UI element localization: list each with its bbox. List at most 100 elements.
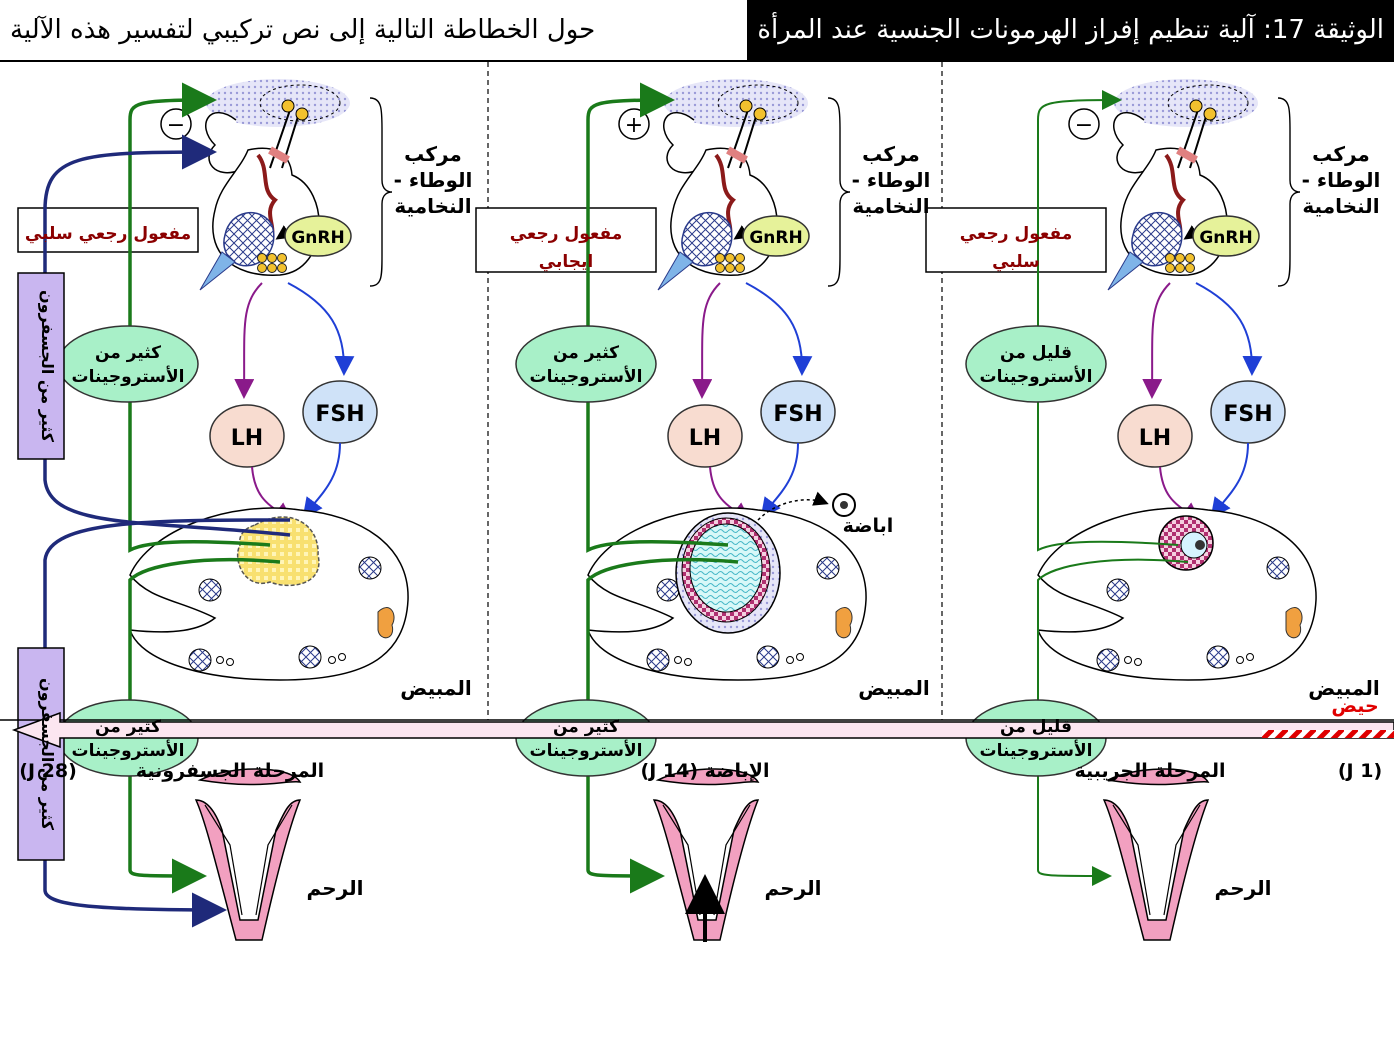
estrogen-label-lower: الأستروجينات <box>72 740 185 761</box>
feedback-text: ايجابي <box>539 252 593 272</box>
timeline-arrow <box>11 711 1394 749</box>
secretory-cell <box>735 253 745 263</box>
endometrium-top <box>197 768 302 786</box>
fsh-label: FSH <box>1223 402 1272 427</box>
feedback-sign: − <box>167 113 185 138</box>
hypothalamus-pituitary-complex <box>925 79 1301 291</box>
title-bar: الوثيقة 17: آلية تنظيم إفراز الهرمونات ا… <box>0 0 1394 62</box>
timeline-ovulation: الإباضة (J 14) <box>641 760 770 782</box>
brain-outline <box>1113 112 1149 174</box>
feedback-sign-circle <box>1068 108 1100 140</box>
neurosecretory-zone <box>1167 84 1249 122</box>
ovary <box>586 491 867 681</box>
small-follicle <box>684 658 692 666</box>
ovary-label: المبيض <box>858 676 929 700</box>
neuron-body <box>281 99 295 113</box>
complex-label: الوطاء - <box>394 168 473 192</box>
vessel-stub <box>726 146 748 164</box>
endometrium-top <box>655 768 760 786</box>
fsh-secretion-arrow <box>1195 282 1263 376</box>
hypothalamus-pituitary-complex <box>475 79 851 291</box>
ovulation-arrow <box>757 491 829 521</box>
hypothalamus-region <box>664 79 808 127</box>
capillary-network <box>1131 211 1183 267</box>
gnrh-bubble <box>284 215 352 257</box>
gnrh-label: GnRH <box>749 228 802 248</box>
hypothalamus-region <box>1114 79 1258 127</box>
primary-follicle <box>646 648 670 672</box>
gnrh-label: GnRH <box>291 228 344 248</box>
vessel-stub <box>1176 146 1198 164</box>
follicle-fluid <box>689 523 763 613</box>
ovary-label: المبيض <box>400 676 471 700</box>
secretory-cell <box>257 253 267 263</box>
uterus <box>194 768 302 941</box>
estrogen-label-upper: الأستروجينات <box>72 366 185 387</box>
timeline-day-end: (J 28) <box>19 760 77 782</box>
complex-label: النخامية <box>394 194 471 218</box>
estrogen-to-hypothalamus-arrow <box>1037 90 1179 552</box>
fsh-to-ovary-arrow <box>760 442 799 519</box>
small-follicle <box>1124 656 1132 664</box>
feedback-box <box>17 207 199 253</box>
feedback-text: مفعول رجعي <box>510 224 623 244</box>
secretory-cell <box>725 253 735 263</box>
capillary-network <box>223 211 275 267</box>
vessel-stub <box>268 146 290 164</box>
brace <box>369 97 393 287</box>
uterine-wall <box>652 799 760 941</box>
secretory-cell <box>267 263 277 273</box>
primary-follicle <box>816 556 840 580</box>
timeline-luteal-phase: المرحلة الجسفرونية <box>136 760 324 782</box>
secretory-cell <box>257 263 267 273</box>
lh-secretion-arrow <box>234 282 263 399</box>
estrogen-label-lower: الأستروجينات <box>980 740 1093 761</box>
secretory-cell <box>1165 253 1175 263</box>
small-follicle <box>796 653 804 661</box>
complex-label: مركب <box>404 142 462 166</box>
neurosecretory-zone <box>717 84 799 122</box>
primary-follicle <box>188 648 212 672</box>
progesterone-label-upper: كثير من الجسفرون <box>38 290 57 443</box>
uterine-cavity <box>204 804 293 916</box>
lh-label: LH <box>1139 426 1171 451</box>
estrogen-bubble-upper <box>965 325 1107 403</box>
feedback-text: مفعول رجعي <box>960 224 1073 244</box>
complex-label: النخامية <box>1302 194 1379 218</box>
lh-secretion-arrow <box>692 282 721 399</box>
progesterone-box-upper <box>17 272 65 460</box>
secretory-cell <box>1185 253 1195 263</box>
capillary-network <box>681 211 733 267</box>
secretory-cell <box>277 253 287 263</box>
fsh-label: FSH <box>773 402 822 427</box>
neuron-body <box>1203 107 1217 121</box>
estrogen-label-upper: قليل من <box>1000 343 1072 363</box>
fsh-secretion-arrow <box>745 282 813 376</box>
small-follicle <box>328 656 336 664</box>
ovary <box>128 507 409 681</box>
menstruation-label: حيض <box>1331 695 1378 717</box>
fsh-to-ovary-arrow <box>302 442 341 519</box>
fsh-label: FSH <box>315 402 364 427</box>
document-title-highlighted: الوثيقة 17: آلية تنظيم إفراز الهرمونات ا… <box>747 0 1394 60</box>
primary-follicle <box>1266 556 1290 580</box>
corpus-luteum <box>236 516 320 587</box>
small-follicle <box>1236 656 1244 664</box>
fsh-to-ovary-arrow <box>1210 442 1249 519</box>
secretory-cell <box>715 253 725 263</box>
complex-label: مركب <box>862 142 920 166</box>
uterine-wall <box>1102 799 1210 941</box>
estrogen-to-uterus-arrow <box>128 557 281 894</box>
secretory-cell <box>1185 263 1195 273</box>
uterus-label: الرحم <box>1215 876 1272 900</box>
primary-follicle <box>756 645 780 669</box>
secretory-cell <box>735 263 745 273</box>
neurosecretory-zone <box>259 84 341 122</box>
secretory-cell <box>1175 263 1185 273</box>
secretory-cell <box>1165 263 1175 273</box>
progesterone-box-lower <box>17 647 65 861</box>
complex-label: الوطاء - <box>852 168 931 192</box>
corpus-albicans <box>377 607 395 639</box>
